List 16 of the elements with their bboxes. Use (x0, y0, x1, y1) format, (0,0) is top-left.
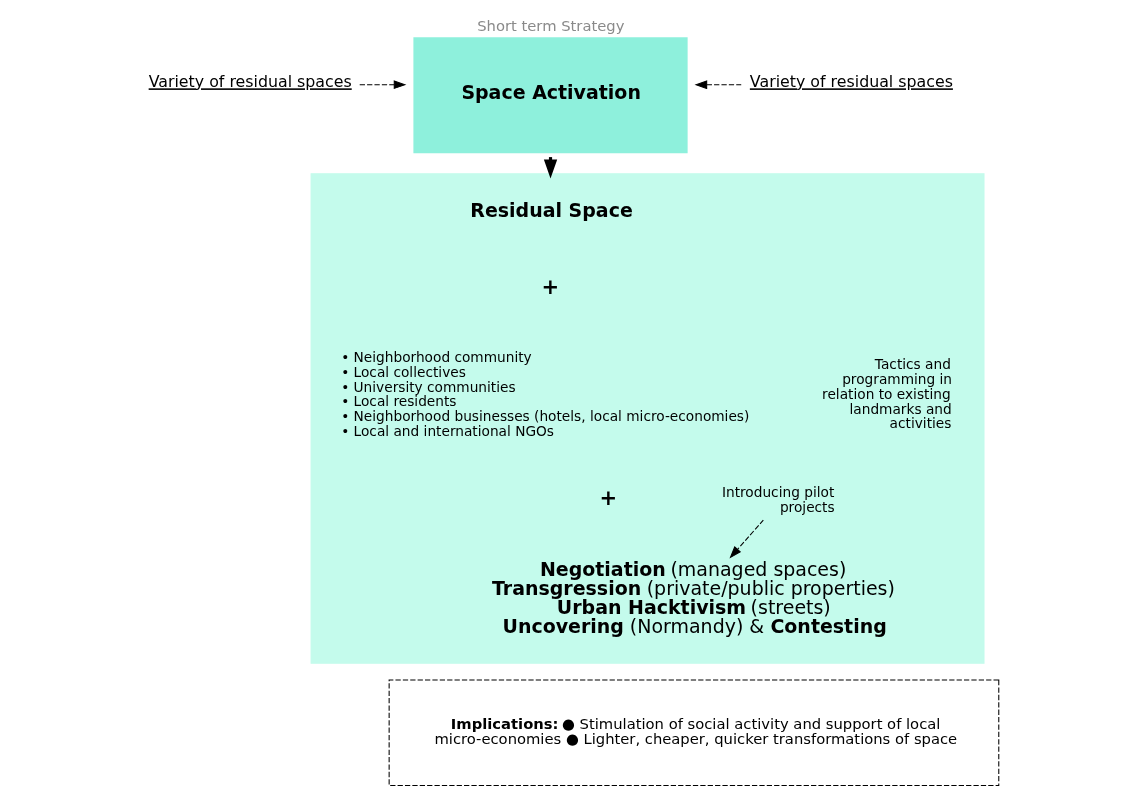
node-text: Tactics and programming in relation to existing landmarks and activities (822, 356, 953, 432)
node-text: • Neighborhood community • Local collectives • University communities • Local residents • Neighborhood businesses (hotels, local micro-economies) • Local and international NGOs (341, 348, 750, 439)
node-text: Residual Space (470, 199, 633, 222)
cluster (310, 173, 985, 664)
node-label: Short term Strategy (477, 17, 625, 35)
node-text: Introducing pilot projects (721, 483, 835, 515)
arrow (729, 519, 764, 559)
node-text: Variety of residual spaces (148, 72, 352, 92)
label: + (541, 274, 560, 300)
node-box: Implications: ● Stimulation of social activity and support of local micro-economies ● Lighter, cheaper, quicker transformations of space (388, 679, 1000, 787)
node-box: Space Activation (413, 37, 688, 154)
arrow (359, 80, 407, 90)
node-text: Variety of residual spaces (749, 72, 953, 92)
arrow (694, 80, 742, 90)
node-text: Negotiation (managed spaces) Transgression (private/public properties) Urban Hacktivism (streets) Uncovering (Normandy) & Contesting (491, 558, 895, 638)
label: + (599, 485, 618, 510)
